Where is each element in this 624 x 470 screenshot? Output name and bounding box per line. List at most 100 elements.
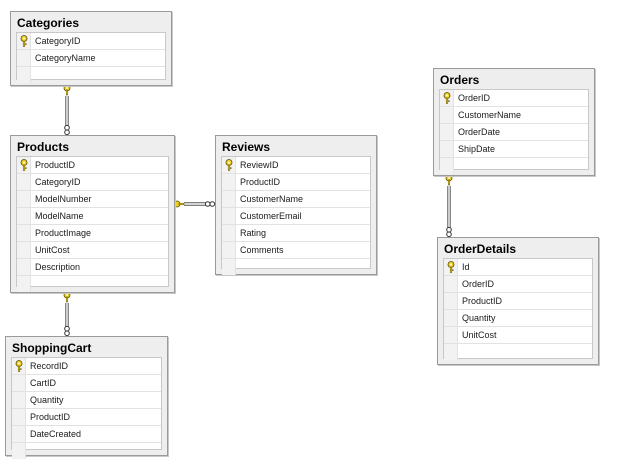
row-selector [444, 293, 458, 309]
column-row[interactable]: ProductID [17, 157, 168, 174]
column-row[interactable]: ProductID [222, 174, 370, 191]
row-selector [17, 242, 31, 258]
table-title: Reviews [222, 140, 271, 154]
column-name: ProductID [462, 296, 503, 306]
column-row[interactable]: Comments [222, 242, 370, 259]
row-selector [440, 141, 454, 157]
column-row[interactable]: Id [444, 259, 592, 276]
column-row[interactable]: ModelName [17, 208, 168, 225]
table-title: OrderDetails [444, 242, 517, 256]
row-selector [222, 174, 236, 190]
empty-column-row [444, 344, 592, 361]
row-selector [222, 225, 236, 241]
column-name: Quantity [462, 313, 496, 323]
row-selector [222, 259, 236, 275]
row-selector [440, 107, 454, 123]
row-selector [12, 426, 26, 442]
column-row[interactable]: Quantity [444, 310, 592, 327]
column-row[interactable]: UnitCost [17, 242, 168, 259]
row-selector [17, 208, 31, 224]
column-row[interactable]: UnitCost [444, 327, 592, 344]
row-selector [440, 124, 454, 140]
column-name: ShipDate [458, 144, 496, 154]
column-row[interactable]: DateCreated [12, 426, 161, 443]
primary-key-icon [224, 159, 234, 171]
column-name: RecordID [30, 361, 69, 371]
row-selector [222, 242, 236, 258]
column-name: ModelNumber [35, 194, 92, 204]
column-row[interactable]: CustomerEmail [222, 208, 370, 225]
column-name: ProductID [240, 177, 281, 187]
column-name: CartID [30, 378, 57, 388]
row-selector [12, 443, 26, 459]
column-list: CategoryID CategoryName [16, 32, 166, 83]
column-row[interactable]: Quantity [12, 392, 161, 409]
empty-column-row [17, 67, 165, 84]
column-row[interactable]: RecordID [12, 358, 161, 375]
one-end-key-icon [63, 84, 71, 96]
column-name: Id [462, 262, 470, 272]
row-selector [12, 375, 26, 391]
row-selector [444, 310, 458, 326]
column-name: ProductImage [35, 228, 92, 238]
column-name: CategoryID [35, 177, 81, 187]
column-row[interactable]: CategoryID [17, 33, 165, 50]
empty-column-row [12, 443, 161, 460]
column-name: UnitCost [462, 330, 497, 340]
column-name: ProductID [35, 160, 76, 170]
column-row[interactable]: OrderDate [440, 124, 588, 141]
column-row[interactable]: CustomerName [440, 107, 588, 124]
column-row[interactable]: Rating [222, 225, 370, 242]
column-name: OrderDate [458, 127, 501, 137]
column-name: ModelName [35, 211, 84, 221]
column-row[interactable]: CategoryName [17, 50, 165, 67]
primary-key-icon [446, 261, 456, 273]
column-name: CustomerName [458, 110, 522, 120]
one-end-key-icon [173, 200, 185, 208]
column-name: Rating [240, 228, 267, 238]
row-selector [444, 344, 458, 360]
table-title: Orders [440, 73, 480, 87]
many-end-infinity-icon [446, 226, 452, 238]
one-end-key-icon [63, 291, 71, 303]
row-selector [17, 225, 31, 241]
row-selector [17, 174, 31, 190]
many-end-infinity-icon [64, 325, 70, 337]
row-selector [17, 259, 31, 275]
column-row[interactable]: ReviewID [222, 157, 370, 174]
many-end-infinity-icon [64, 124, 70, 136]
column-row[interactable]: ProductID [444, 293, 592, 310]
empty-column-row [222, 259, 370, 276]
column-row[interactable]: ProductID [12, 409, 161, 426]
column-row[interactable]: OrderID [440, 90, 588, 107]
row-selector [444, 327, 458, 343]
row-selector [222, 191, 236, 207]
row-selector [17, 50, 31, 66]
column-name: CategoryName [35, 53, 96, 63]
column-row[interactable]: CartID [12, 375, 161, 392]
column-row[interactable]: CategoryID [17, 174, 168, 191]
primary-key-icon [19, 35, 29, 47]
column-row[interactable]: ModelNumber [17, 191, 168, 208]
table-title: Products [17, 140, 70, 154]
column-row[interactable]: ProductImage [17, 225, 168, 242]
column-row[interactable]: ShipDate [440, 141, 588, 158]
column-row[interactable]: OrderID [444, 276, 592, 293]
column-name: CategoryID [35, 36, 81, 46]
table-title: ShoppingCart [12, 341, 92, 355]
row-selector [440, 158, 454, 174]
column-row[interactable]: CustomerName [222, 191, 370, 208]
primary-key-icon [14, 360, 24, 372]
column-row[interactable]: Description [17, 259, 168, 276]
column-name: CustomerName [240, 194, 304, 204]
